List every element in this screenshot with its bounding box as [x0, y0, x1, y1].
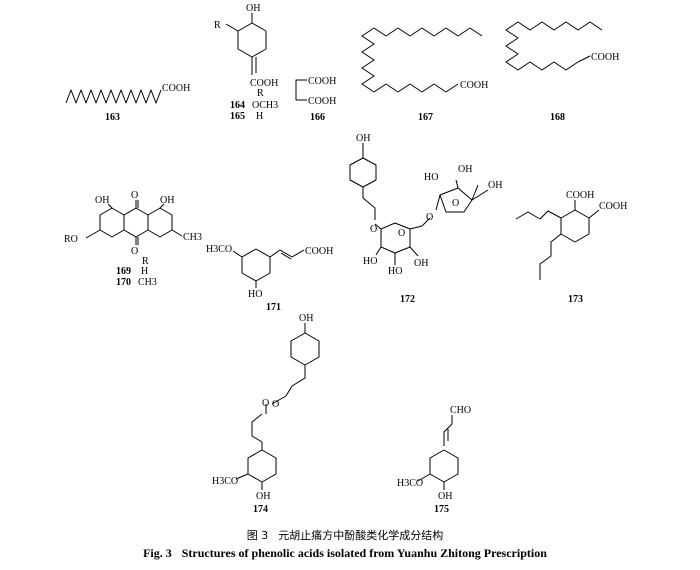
oh-label-175: OH — [438, 491, 452, 502]
cooh-label-163: COOH — [162, 83, 190, 94]
structure-173 — [515, 200, 600, 280]
r-value-165: H — [256, 111, 263, 122]
ring-174-phenol — [290, 332, 320, 366]
oh-label-164: OH — [246, 3, 260, 14]
cooh-label-168: COOH — [591, 52, 619, 63]
o-label-174a: O — [272, 399, 279, 410]
o-label-172c: O — [426, 212, 433, 223]
r-value-164: OCH3 — [252, 100, 278, 111]
compound-number-173: 173 — [568, 294, 583, 305]
caption-cn-label: 图 3 — [246, 529, 269, 542]
structure-167 — [361, 27, 483, 93]
ring-172-glucose — [380, 222, 411, 254]
oh-label-172b: OH — [458, 164, 472, 175]
o-label-172b: O — [398, 228, 405, 239]
cooh-label-166b: COOH — [308, 96, 336, 107]
compound-number-171: 171 — [266, 302, 281, 313]
r-value-169: H — [141, 266, 148, 277]
cooh-label-173b: COOH — [599, 201, 627, 212]
r-value-170: CH3 — [138, 277, 157, 288]
oh-label-174a: OH — [299, 313, 313, 324]
ring-171 — [241, 248, 271, 282]
oh-label-172a: OH — [356, 133, 370, 144]
caption-en-label: Fig. 3 — [143, 546, 172, 560]
ho-label-172b: HO — [363, 256, 377, 267]
ring-172-phenol — [349, 157, 377, 188]
ch3-label-169: CH3 — [183, 232, 202, 243]
o-label-169b: O — [131, 246, 138, 257]
cooh-label-173a: COOH — [566, 190, 594, 201]
oh-label-174b: OH — [256, 491, 270, 502]
r-header-169: R — [142, 256, 149, 267]
compound-number-172: 172 — [400, 294, 415, 305]
cooh-label-171: COOH — [305, 246, 333, 257]
structure-169-170 — [85, 200, 183, 245]
ho-label-172c: HO — [388, 266, 402, 277]
compound-number-174: 174 — [253, 504, 268, 515]
ho-label-171: HO — [248, 289, 262, 300]
oh-label-172d: OH — [414, 258, 428, 269]
h3co-label-174: H3CO — [212, 476, 238, 487]
oh-label-172c: OH — [488, 180, 502, 191]
r-label-164: R — [214, 20, 221, 31]
compound-number-165: 165 — [230, 111, 245, 122]
r-header-164: R — [257, 88, 264, 99]
oh-label-169b: OH — [160, 195, 174, 206]
compound-number-169: 169 — [116, 266, 131, 277]
ho-label-172a: HO — [424, 172, 438, 183]
oh-label-169a: OH — [95, 195, 109, 206]
ring-174-aryl — [247, 449, 277, 483]
structure-163 — [65, 89, 162, 104]
caption-en-text: Structures of phenolic acids isolated fr… — [181, 546, 547, 560]
h3co-label-171: H3CO — [206, 244, 232, 255]
ring-175 — [429, 449, 459, 483]
ring-173 — [560, 209, 590, 243]
structure-171 — [232, 248, 305, 288]
compound-number-168: 168 — [550, 112, 565, 123]
structure-172 — [349, 143, 489, 265]
ring-164 — [237, 22, 267, 58]
cooh-label-167: COOH — [460, 80, 488, 91]
chain-168 — [505, 21, 603, 71]
o-label-172d: O — [452, 198, 459, 209]
chain-167 — [361, 27, 483, 93]
compound-number-175: 175 — [434, 504, 449, 515]
compound-number-170: 170 — [116, 277, 131, 288]
structure-175 — [417, 415, 459, 490]
structure-168 — [505, 21, 603, 71]
structure-174 — [235, 323, 320, 490]
cooh-label-164: COOH — [250, 78, 278, 89]
compound-number-163: 163 — [105, 112, 120, 123]
o-label-172a: O — [370, 224, 377, 235]
ring-172-apiose — [439, 187, 473, 213]
h3co-label-175: H3CO — [397, 478, 423, 489]
compound-number-167: 167 — [418, 112, 433, 123]
o-label-169a: O — [131, 190, 138, 201]
cho-label-175: CHO — [450, 405, 471, 416]
compound-number-164: 164 — [230, 100, 245, 111]
ring-c-169 — [147, 207, 173, 238]
chain-163 — [65, 89, 162, 104]
cooh-label-166a: COOH — [308, 76, 336, 87]
compound-number-166: 166 — [310, 112, 325, 123]
ro-label-169: RO — [64, 234, 78, 245]
ring-a-169 — [99, 207, 125, 238]
caption-english: Fig. 3 Structures of phenolic acids isola… — [0, 546, 700, 561]
o-label-174b: O — [262, 398, 269, 409]
ring-b-169 — [123, 207, 149, 238]
structure-166 — [295, 79, 307, 101]
structure-164-165 — [225, 13, 267, 75]
caption-cn-text: 元胡止痛方中酚酸类化学成分结构 — [278, 529, 444, 542]
caption-chinese: 图 3 元胡止痛方中酚酸类化学成分结构 — [0, 527, 700, 543]
